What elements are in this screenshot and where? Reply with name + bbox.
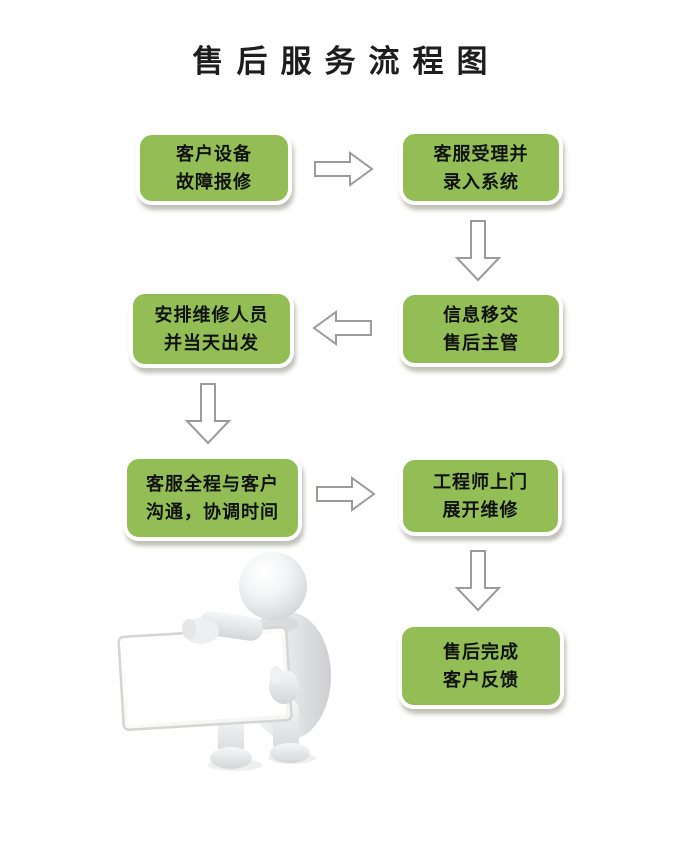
flow-box-line: 客户设备 xyxy=(176,144,252,164)
flow-box-engineer-onsite: 工程师上门 展开维修 xyxy=(399,456,562,536)
blank-whiteboard xyxy=(117,626,293,731)
figure-head xyxy=(239,552,307,620)
flow-box-service-intake: 客服受理并 录入系统 xyxy=(399,130,563,205)
flow-box-customer-communication: 客服全程与客户 沟通，协调时间 xyxy=(123,455,302,541)
flow-box-dispatch-technician: 安排维修人员 并当天出发 xyxy=(129,290,294,368)
arrow-down-icon xyxy=(185,383,231,445)
flow-box-line: 工程师上门 xyxy=(433,472,528,492)
flow-box-line: 售后完成 xyxy=(443,642,519,662)
flow-box-line: 客服受理并 xyxy=(433,143,529,164)
figure-left-arm xyxy=(182,611,263,644)
flow-box-line: 录入系统 xyxy=(443,171,519,192)
arrow-right-icon xyxy=(316,476,376,512)
flow-box-line: 展开维修 xyxy=(442,500,519,520)
arrow-left-icon xyxy=(312,310,372,346)
flow-box-line: 客服全程与客户 xyxy=(146,474,279,494)
arrow-down-icon xyxy=(455,220,501,282)
mascot-figure-with-blank-board-icon xyxy=(117,552,331,771)
flow-box-line: 安排维修人员 xyxy=(154,305,269,325)
flow-box-line: 售后主管 xyxy=(443,333,519,353)
flow-box-line: 信息移交 xyxy=(443,305,519,325)
page-title: 售后服务流程图 xyxy=(192,44,501,79)
flow-box-customer-report: 客户设备 故障报修 xyxy=(136,131,292,205)
flow-box-line: 沟通，协调时间 xyxy=(146,502,279,522)
flow-box-line: 并当天出发 xyxy=(164,333,259,353)
flow-box-line: 客户反馈 xyxy=(443,670,519,690)
flow-box-info-transfer: 信息移交 售后主管 xyxy=(399,291,563,367)
arrow-down-icon xyxy=(455,550,501,612)
flow-box-line: 故障报修 xyxy=(176,172,252,192)
flow-box-feedback: 售后完成 客户反馈 xyxy=(398,623,564,709)
figure-right-hand xyxy=(269,666,299,704)
arrow-right-icon xyxy=(314,151,374,187)
